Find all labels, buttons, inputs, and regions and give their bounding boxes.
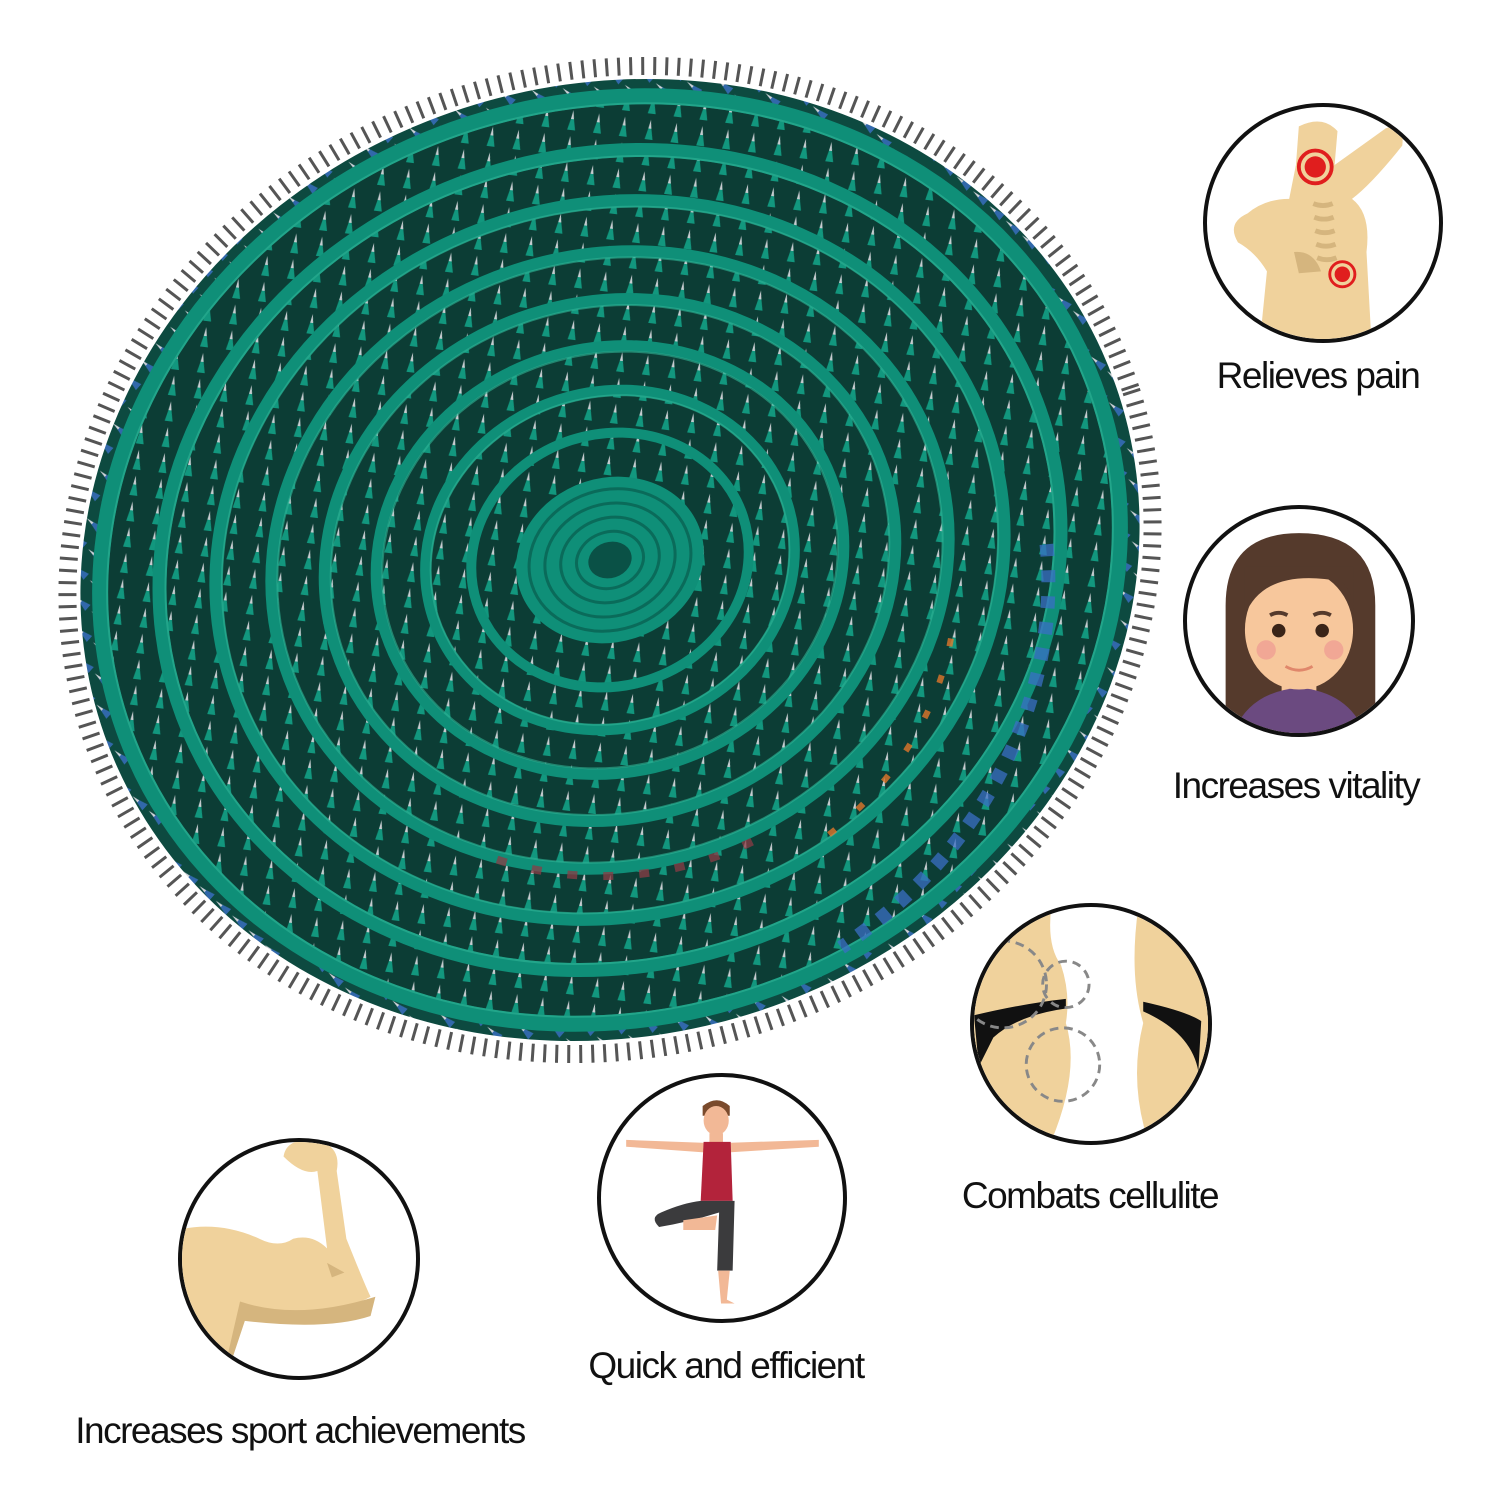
back-pain-icon	[1203, 103, 1443, 343]
benefit-label: Combats cellulite	[961, 1175, 1220, 1216]
benefit-label: Quick and efficient	[588, 1345, 865, 1386]
thighs-cellulite-icon	[970, 903, 1212, 1145]
benefit-label: Relieves pain	[1216, 355, 1421, 396]
spiral-mat-image	[40, 40, 1180, 1120]
flexed-arm-icon	[178, 1138, 420, 1380]
yoga-tree-pose-icon	[597, 1073, 847, 1323]
smiling-woman-icon	[1183, 505, 1415, 737]
benefit-label: Increases sport achievements	[75, 1410, 526, 1451]
benefit-label: Increases vitality	[1172, 765, 1421, 806]
